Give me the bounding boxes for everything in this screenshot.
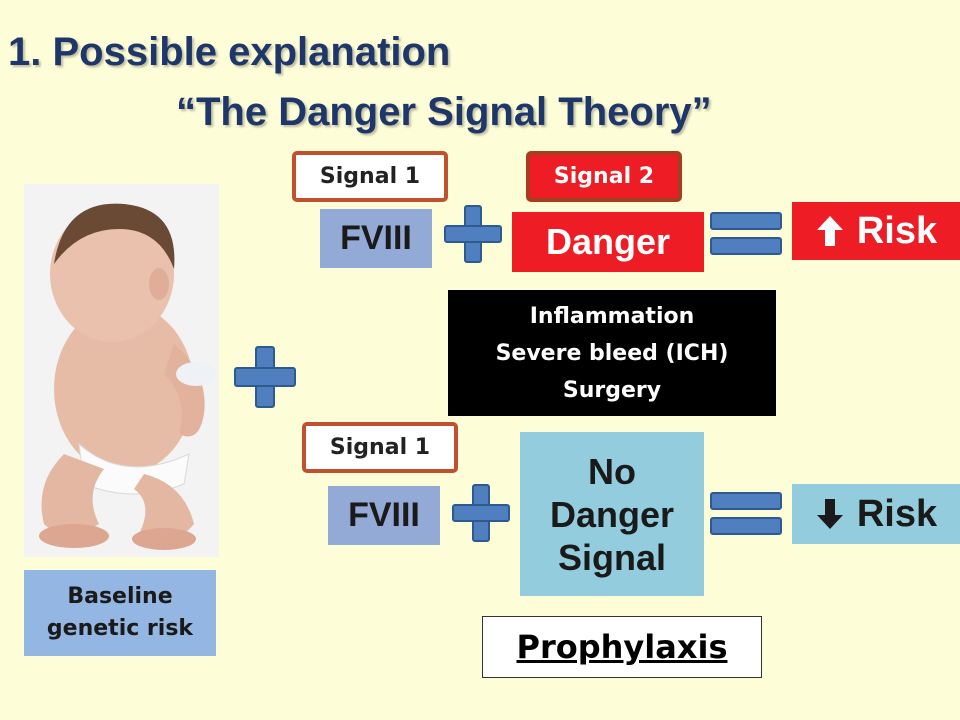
- baseline-genetic-risk-box: Baseline genetic risk: [24, 570, 216, 656]
- no-danger-line-2: Danger: [549, 493, 675, 535]
- equals-icon-top: [710, 212, 782, 256]
- equals-icon-bottom: [710, 492, 782, 536]
- signal-1-label-bottom: Signal 1: [302, 422, 458, 473]
- plus-icon-top: [444, 205, 502, 263]
- condition-inflammation: Inflammation: [529, 303, 695, 329]
- no-danger-signal-box: No Danger Signal: [520, 432, 704, 596]
- baseline-line-2: genetic risk: [46, 616, 194, 641]
- fviii-box-top: FVIII: [320, 209, 432, 268]
- fviii-box-bottom: FVIII: [328, 486, 440, 545]
- risk-label-top: Risk: [856, 209, 938, 252]
- condition-severe-bleed: Severe bleed (ICH): [495, 340, 729, 366]
- signal-1-label-top: Signal 1: [292, 151, 448, 202]
- arrow-down-icon: [816, 499, 843, 529]
- condition-surgery: Surgery: [562, 377, 662, 403]
- baby-photo: [24, 184, 219, 557]
- plus-icon: [234, 346, 296, 408]
- title-line-1: 1. Possible explanation: [8, 30, 451, 74]
- danger-conditions-box: Inflammation Severe bleed (ICH) Surgery: [448, 290, 776, 416]
- title-line-2: “The Danger Signal Theory”: [176, 90, 712, 134]
- danger-box: Danger: [512, 212, 704, 272]
- no-danger-line-1: No: [588, 450, 636, 492]
- no-danger-line-3: Signal: [557, 536, 667, 578]
- risk-label-bottom: Risk: [856, 492, 938, 535]
- signal-2-label: Signal 2: [526, 151, 682, 202]
- risk-increase-box: Risk: [792, 202, 960, 260]
- baby-image: [24, 184, 219, 557]
- plus-icon-bottom: [452, 484, 510, 542]
- baseline-line-1: Baseline: [67, 584, 173, 609]
- arrow-up-icon: [816, 216, 843, 246]
- risk-decrease-box: Risk: [792, 484, 960, 544]
- prophylaxis-box: Prophylaxis: [482, 616, 762, 678]
